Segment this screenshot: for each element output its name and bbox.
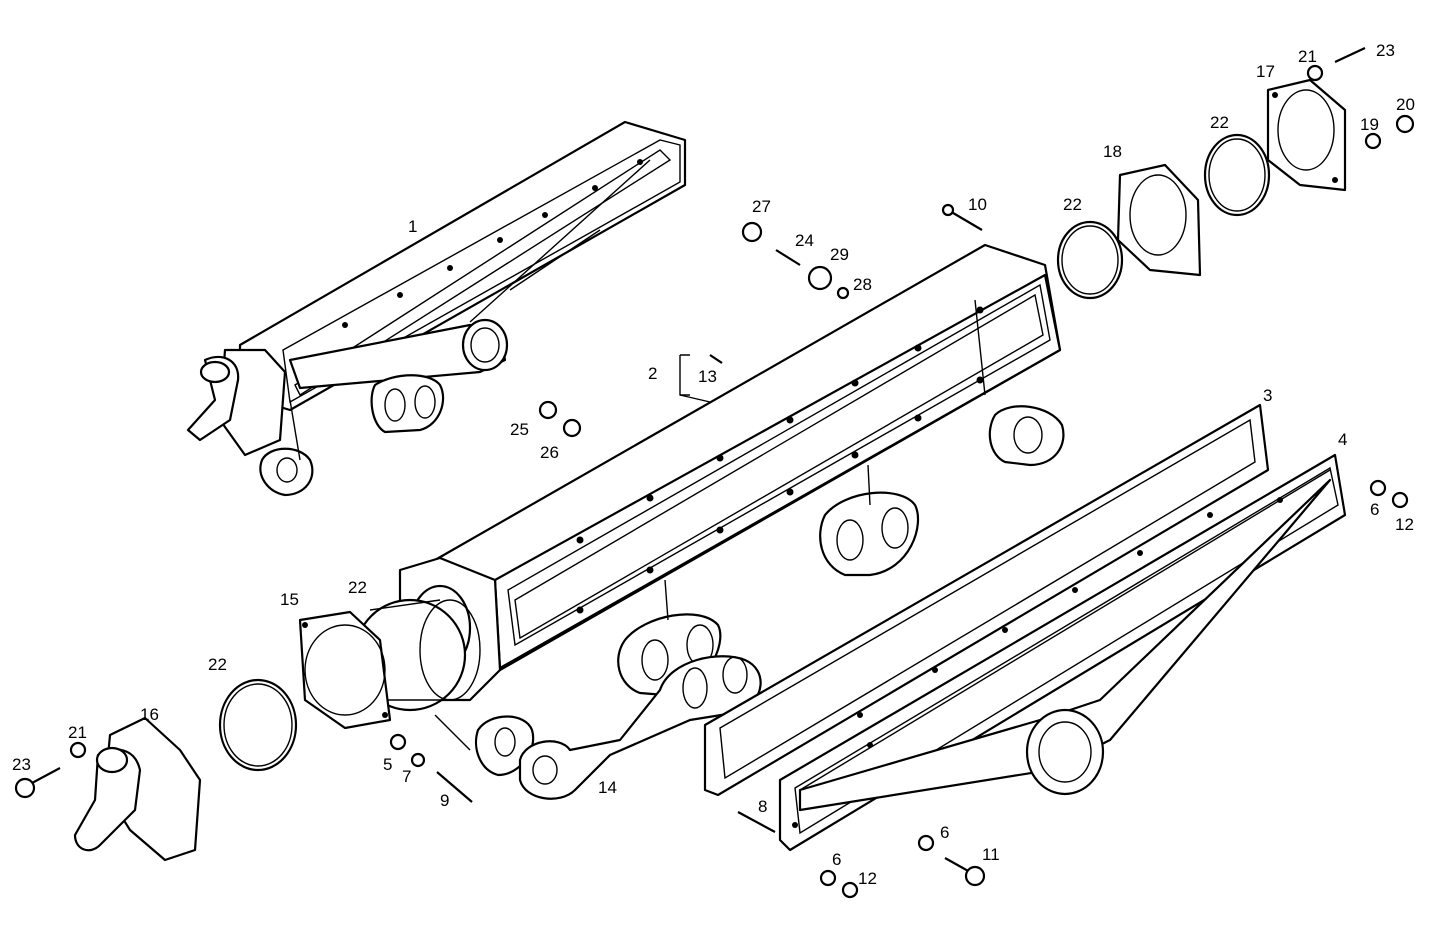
cover-holes <box>792 497 1283 828</box>
callout-23-right: 23 <box>1376 41 1395 60</box>
callout-19: 19 <box>1360 115 1379 134</box>
o-ring-gasket-part <box>218 133 1271 772</box>
callout-25: 25 <box>510 420 529 439</box>
callout-7: 7 <box>402 767 411 786</box>
callout-22-mid: 22 <box>1063 195 1082 214</box>
callout-4: 4 <box>1338 430 1347 449</box>
callout-11: 11 <box>982 845 1000 864</box>
callout-12-lower: 12 <box>858 869 877 888</box>
callout-9: 9 <box>440 791 449 810</box>
main-manifold-part <box>398 243 1065 777</box>
callout-labels: 1 2 13 3 4 5 6 6 6 7 8 9 10 11 12 12 14 … <box>12 41 1415 888</box>
water-elbow-part <box>73 716 202 862</box>
flange-plate-part <box>1116 163 1202 277</box>
port-gasket-part <box>518 655 762 800</box>
leader-lines <box>434 354 711 751</box>
callout-20: 20 <box>1396 95 1415 114</box>
end-plate-part <box>298 610 392 730</box>
callout-5: 5 <box>383 755 392 774</box>
callout-8: 8 <box>758 797 767 816</box>
callout-15: 15 <box>280 590 299 609</box>
callout-23-left: 23 <box>12 755 31 774</box>
callout-16: 16 <box>140 705 159 724</box>
callout-18: 18 <box>1103 142 1122 161</box>
callout-10: 10 <box>968 195 987 214</box>
callout-21-left: 21 <box>68 723 87 742</box>
callout-2: 2 <box>648 364 657 383</box>
callout-28: 28 <box>853 275 872 294</box>
callout-29: 29 <box>830 245 849 264</box>
end-cover-part <box>1266 78 1347 192</box>
callout-22-left: 22 <box>208 655 227 674</box>
callout-27: 27 <box>752 197 771 216</box>
fasteners <box>14 47 1415 899</box>
callout-13: 13 <box>698 367 717 386</box>
callout-26: 26 <box>540 443 559 462</box>
callout-1: 1 <box>408 217 417 236</box>
upper-manifold-part <box>186 120 687 497</box>
callout-6-mid: 6 <box>940 823 949 842</box>
callout-12-right: 12 <box>1395 515 1414 534</box>
callout-22-right: 22 <box>1210 113 1229 132</box>
callout-6-lower: 6 <box>832 850 841 869</box>
callout-21-right: 21 <box>1298 47 1317 66</box>
main-manifold-holes <box>576 306 984 614</box>
callout-22-core: 22 <box>348 578 367 597</box>
side-cover-part <box>778 453 1347 852</box>
callout-24: 24 <box>795 231 814 250</box>
callout-3: 3 <box>1263 386 1272 405</box>
callout-6-right: 6 <box>1370 500 1379 519</box>
callout-14: 14 <box>598 778 617 797</box>
callout-17: 17 <box>1256 62 1275 81</box>
side-gasket-part <box>703 403 1270 797</box>
manifold-bolt-holes <box>342 159 643 328</box>
